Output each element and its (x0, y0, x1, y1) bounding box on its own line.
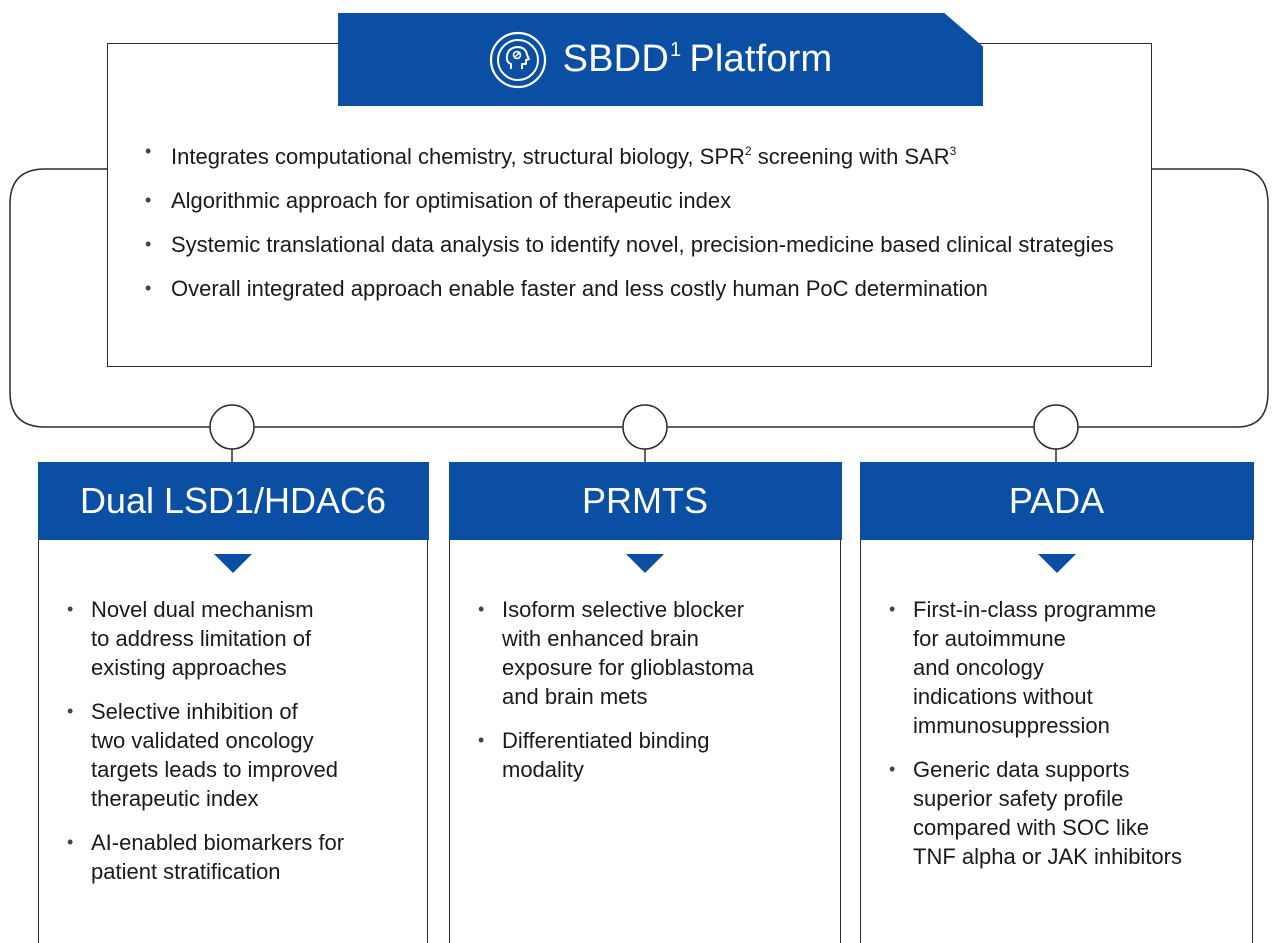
program-bullet: Selective inhibition of two validated on… (67, 697, 413, 813)
connector-node (622, 404, 668, 450)
program-card-pada: PADA First-in-class programme for autoim… (859, 462, 1254, 943)
program-bullet-list: First-in-class programme for autoimmune … (889, 595, 1238, 886)
down-arrow-icon (1037, 554, 1076, 573)
down-arrow-icon (214, 554, 252, 573)
platform-bullet: Algorithmic approach for optimisation of… (143, 186, 1143, 215)
connector-node (1033, 404, 1079, 450)
platform-bullet-list: Integrates computational chemistry, stru… (143, 137, 1143, 318)
program-bullet: First-in-class programme for autoimmune … (889, 595, 1238, 740)
program-title: Dual LSD1/HDAC6 (37, 462, 429, 540)
program-title: PADA (859, 462, 1254, 540)
program-bullet: Differentiated binding modality (478, 726, 826, 784)
connector-node (209, 404, 255, 450)
program-bullet-list: Novel dual mechanism to address limitati… (67, 595, 413, 901)
program-title: PRMTS (448, 462, 842, 540)
program-card-prmts: PRMTS Isoform selective blocker with enh… (448, 462, 842, 943)
brain-head-icon (489, 31, 546, 88)
program-bullet: Isoform selective blocker with enhanced … (478, 595, 826, 711)
platform-bullet: Integrates computational chemistry, stru… (143, 137, 1143, 171)
platform-bullet: Systemic translational data analysis to … (143, 230, 1143, 259)
program-bullet-list: Isoform selective blocker with enhanced … (478, 595, 826, 799)
down-arrow-icon (626, 554, 664, 573)
program-card-lsd1-hdac6: Dual LSD1/HDAC6 Novel dual mechanism to … (37, 462, 429, 943)
program-bullet: Generic data supports superior safety pr… (889, 755, 1238, 871)
program-bullet: AI-enabled biomarkers for patient strati… (67, 828, 413, 886)
program-bullet: Novel dual mechanism to address limitati… (67, 595, 413, 682)
platform-bullet: Overall integrated approach enable faste… (143, 274, 1143, 303)
